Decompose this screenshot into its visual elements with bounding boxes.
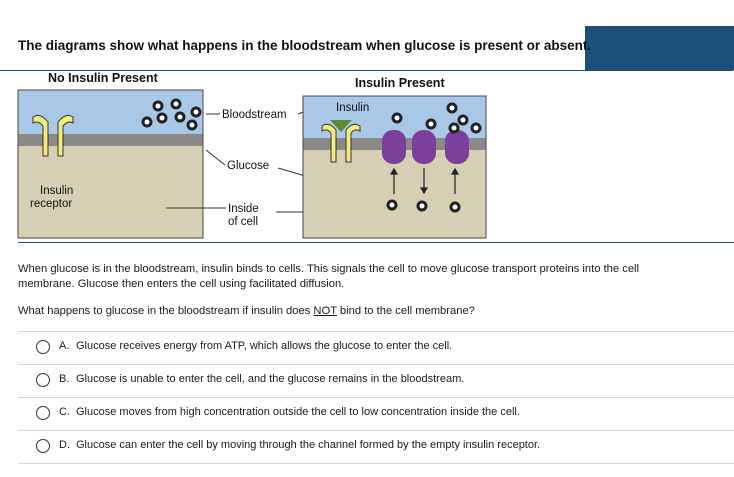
question-after: bind to the cell membrane? (336, 305, 475, 317)
label-insulin-receptor-line2: receptor (30, 198, 72, 210)
page-title: The diagrams show what happens in the bl… (18, 38, 592, 53)
bound-receptor-icon (321, 123, 361, 163)
label-insulin-receptor-line1: Insulin (40, 185, 73, 197)
choice-separator (18, 430, 734, 431)
label-inside-line1: Inside (228, 203, 259, 215)
insulin-icon (330, 120, 352, 132)
choice-b-text: Glucose is unable to enter the cell, and… (76, 373, 465, 385)
radio-b[interactable] (36, 373, 50, 387)
choice-d-letter: D. (59, 439, 70, 451)
choice-b[interactable]: B. Glucose is unable to enter the cell, … (18, 366, 728, 396)
label-glucose: Glucose (227, 160, 269, 172)
label-inside-line2: of cell (228, 216, 258, 228)
choice-c-letter: C. (59, 406, 70, 418)
transport-protein-icons (382, 130, 469, 164)
passage-line1: When glucose is in the bloodstream, insu… (18, 263, 640, 275)
question-emphasis: NOT (313, 305, 337, 317)
left-membrane (18, 134, 203, 146)
glucose-flow-arrows (389, 167, 460, 195)
question-before: What happens to glucose in the bloodstre… (18, 305, 314, 317)
choice-d-text: Glucose can enter the cell by moving thr… (76, 439, 541, 451)
choice-a[interactable]: A. Glucose receives energy from ATP, whi… (18, 333, 728, 363)
choice-b-letter: B. (59, 373, 70, 385)
radio-a[interactable] (36, 340, 50, 354)
diagram: No Insulin Present Bloodstream Glucose I… (0, 70, 734, 242)
left-panel-title: No Insulin Present (48, 71, 159, 85)
insulin-receptor-icon (32, 114, 74, 157)
choice-separator (18, 331, 734, 332)
choice-d[interactable]: D. Glucose can enter the cell by moving … (18, 432, 728, 462)
glucose-right-top-icons (391, 102, 482, 134)
glucose-inside-icons (386, 199, 461, 213)
choice-a-letter: A. (59, 340, 70, 352)
choice-a-text: Glucose receives energy from ATP, which … (76, 340, 453, 352)
passage: When glucose is in the bloodstream, insu… (18, 262, 718, 292)
header-white-left (0, 0, 585, 70)
radio-d[interactable] (36, 439, 50, 453)
radio-c[interactable] (36, 406, 50, 420)
choice-c-text: Glucose moves from high concentration ou… (76, 406, 520, 418)
glucose-leader-left (205, 149, 226, 166)
choice-separator (18, 364, 734, 365)
passage-line2: membrane. Glucose then enters the cell u… (18, 278, 345, 290)
glucose-cluster-icon (141, 98, 202, 131)
diagram-svg: No Insulin Present Bloodstream Glucose I… (17, 71, 487, 239)
section-divider (18, 242, 734, 243)
label-insulin: Insulin (336, 102, 369, 114)
choice-separator (18, 397, 734, 398)
label-bloodstream: Bloodstream (222, 109, 287, 121)
question-stem: What happens to glucose in the bloodstre… (18, 305, 718, 317)
choice-c[interactable]: C. Glucose moves from high concentration… (18, 399, 728, 429)
choice-separator (18, 463, 734, 464)
left-bloodstream (18, 90, 203, 134)
right-panel-title: Insulin Present (355, 76, 445, 90)
